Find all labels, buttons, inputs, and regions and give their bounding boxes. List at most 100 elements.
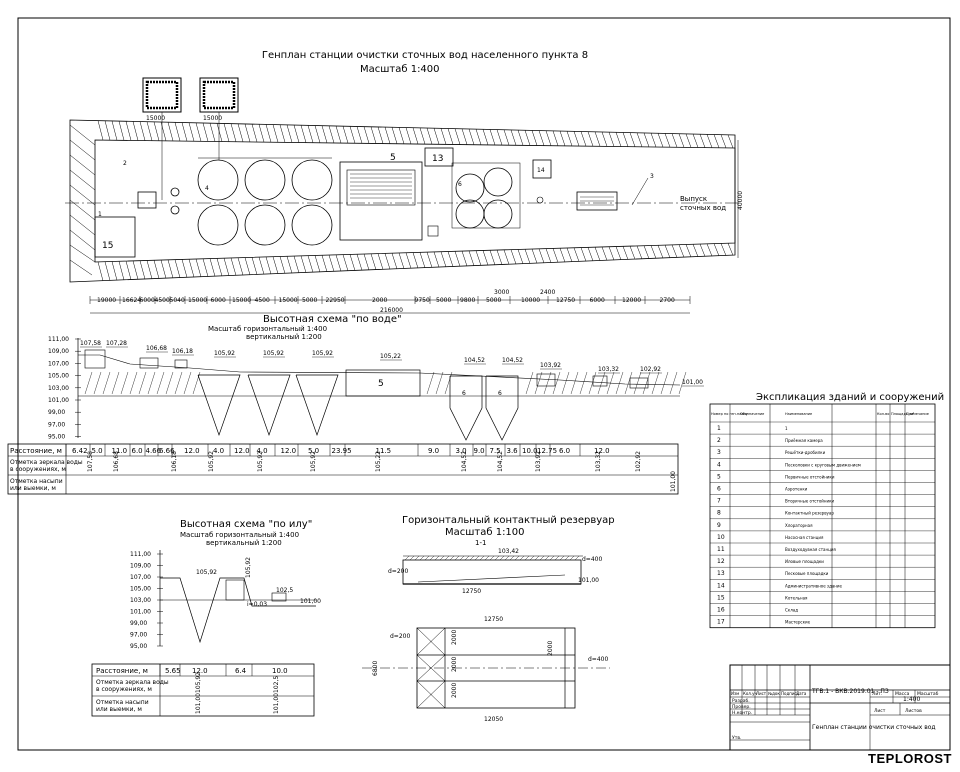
plan-dim-sub-2: 2400 — [540, 289, 555, 296]
tank-dim-cell-4: 2000 — [547, 641, 554, 656]
explication-cell-10-2: Воздуходувная станция — [785, 547, 836, 552]
sp-ground-1: 101,00 — [273, 693, 280, 714]
wp-level-2: 106,18 — [171, 451, 178, 472]
wp-axis-tick-5: 101,00 — [48, 397, 69, 404]
sp-axis-tick-2: 107,00 — [130, 574, 151, 581]
wp-distance-6: 12.0 — [184, 447, 200, 455]
wp-level-3: 105,92 — [208, 451, 215, 472]
tank-dim-plan-bottom: 12050 — [484, 716, 503, 723]
sp-elev-1: 105,92 — [196, 569, 217, 576]
sp-level-0: 105,92 — [195, 672, 202, 693]
explication-cell-11-2: Иловые площадки — [785, 559, 824, 564]
sp-distance-2: 6.4 — [235, 667, 247, 675]
plan-label-4: 4 — [205, 185, 209, 192]
plan-dim-19: 6000 — [590, 297, 605, 304]
tank-d400-top: d=400 — [582, 556, 602, 563]
water-profile: Высотная схема "по воде" Масштаб горизон… — [7, 314, 704, 495]
sp-ground-0: 101,00 — [195, 693, 202, 714]
explication-cell-12-0: 13 — [717, 570, 725, 577]
explication-cell-16-0: 17 — [717, 619, 725, 626]
tb-stage-header-0: Лит. — [872, 691, 882, 697]
main-scale: Масштаб 1:400 — [360, 64, 440, 75]
wp-elevation-2: 106,68 — [146, 345, 167, 352]
wp-distance-11: 5.0 — [308, 447, 319, 455]
sp-elev-4: 101,00 — [300, 598, 321, 605]
wp-distance-1: 5.0 — [92, 447, 103, 455]
explication-cell-10-0: 11 — [717, 546, 725, 553]
tank-dim-cell-3: 2000 — [451, 683, 458, 698]
sludge-profile-scale-v: вертикальный 1:200 — [206, 539, 282, 547]
wp-distance-19: 10.0 — [522, 447, 538, 455]
sp-row-ground-2: или выемки, м — [96, 706, 142, 713]
tb-stage-header-1: Масса — [895, 691, 910, 697]
plan-dim-11: 22950 — [326, 297, 345, 304]
wp-axis-tick-6: 99,00 — [48, 409, 65, 416]
plan-dim-21: 2700 — [660, 297, 675, 304]
wp-distance-5: 6.66 — [159, 447, 175, 455]
explication-cell-5-2: Аэротенки — [785, 487, 808, 492]
sp-row-distance: Расстояние, м — [96, 667, 148, 675]
tb-header-0: Изм — [731, 691, 739, 696]
tank-d200-top: d=200 — [388, 568, 408, 575]
sp-distance-3: 10.0 — [272, 667, 288, 675]
main-title: Генплан станции очистки сточных вод насе… — [262, 50, 588, 61]
explication-cell-3-2: Песколовки с круговым движением — [785, 462, 861, 467]
wp-row-level-2: в сооружениях, м — [10, 466, 66, 473]
plan-label-13: 13 — [432, 154, 443, 164]
explication-cell-8-0: 9 — [717, 522, 721, 529]
sp-axis-tick-4: 103,00 — [130, 597, 151, 604]
tb-header-2: Лист — [756, 691, 767, 696]
plan-dim-8: 4500 — [255, 297, 270, 304]
explication-header-3: Кол-во — [877, 412, 889, 416]
sp-axis-tick-8: 95,00 — [130, 643, 147, 650]
wp-level-9: 103,92 — [535, 451, 542, 472]
wp-distance-15: 3.0 — [456, 447, 467, 455]
wp-axis-tick-1: 109,00 — [48, 348, 69, 355]
wp-axis-tick-7: 97,00 — [48, 421, 65, 428]
wp-tank-label-5: 5 — [378, 379, 384, 389]
sludge-profile: Высотная схема "по илу" Масштаб горизонт… — [91, 519, 321, 717]
plan-label-14: 14 — [537, 167, 545, 174]
explication-cell-5-0: 6 — [717, 486, 721, 493]
plan-label-6: 6 — [458, 181, 462, 188]
wp-tank-label-6b: 6 — [498, 390, 502, 397]
wp-axis-tick-0: 111,00 — [48, 336, 69, 343]
wp-axis-tick-2: 107,00 — [48, 360, 69, 367]
tb-sheets: Листов — [905, 708, 922, 714]
explication-cell-8-2: Хлораторная — [785, 523, 813, 528]
explication-cell-2-2: Решётки-дробилки — [785, 450, 826, 455]
sp-distance-1: 12.0 — [192, 667, 208, 675]
plan-dim-right: 40000 — [737, 191, 744, 210]
tb-role-2: Н.контр. — [732, 710, 752, 716]
sp-axis-tick-5: 101,00 — [130, 609, 151, 616]
plan-dim-6: 6000 — [211, 297, 226, 304]
wp-elevation-8: 104,52 — [464, 357, 485, 364]
sp-row-level-1: Отметка зеркала воды — [96, 679, 169, 686]
plan-dim-4: 5040 — [170, 297, 185, 304]
wp-tank-label-6a: 6 — [462, 390, 466, 397]
plan-dim-sub-1: 3000 — [494, 289, 509, 296]
watermark: TEPLOROST — [868, 751, 952, 766]
wp-ground-0: 101,00 — [670, 471, 677, 492]
tank-d200-plan: d=200 — [390, 633, 410, 640]
plan-label-15: 15 — [102, 241, 113, 251]
plan-dim-13: 9750 — [415, 297, 430, 304]
wp-axis-tick-4: 103,00 — [48, 385, 69, 392]
explication-cell-1-2: Приёмная камера — [785, 438, 823, 443]
plan-dim-20: 12000 — [622, 297, 641, 304]
plan-dim-1: 16624 — [122, 297, 141, 304]
explication-header-2: Наименование — [785, 412, 812, 416]
sp-axis-tick-7: 97,00 — [130, 632, 147, 639]
plan-dim-12: 2000 — [372, 297, 387, 304]
explication-cell-11-0: 12 — [717, 558, 725, 565]
plan-dim-total: 216000 — [380, 307, 403, 314]
wp-level-8: 104,52 — [497, 451, 504, 472]
explication-cell-7-2: Контактный резервуар — [785, 511, 834, 516]
plan-dim-16: 5000 — [486, 297, 501, 304]
wp-distance-14: 9.0 — [428, 447, 439, 455]
water-profile-title: Высотная схема "по воде" — [263, 314, 402, 325]
explication-cell-1-0: 2 — [717, 437, 721, 444]
plan-label-2: 2 — [123, 160, 127, 167]
